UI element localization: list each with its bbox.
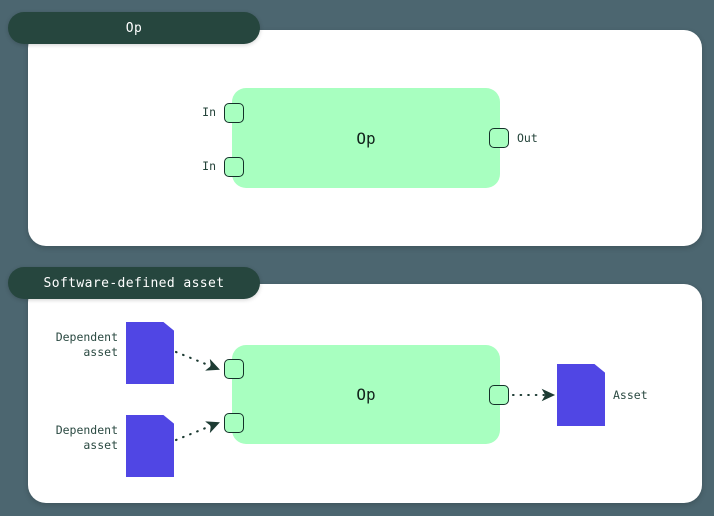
produced-asset-label: Asset xyxy=(613,388,648,402)
software-defined-asset-title-label: Software-defined asset xyxy=(43,275,225,291)
software-defined-asset-title-tab: Software-defined asset xyxy=(8,267,260,299)
op-node-top-output-port-1[interactable] xyxy=(489,128,509,148)
op-node-bottom-input-port-2[interactable] xyxy=(224,413,244,433)
op-node-top-input-port-1[interactable] xyxy=(224,103,244,123)
op-node-bottom[interactable]: Op xyxy=(232,345,500,444)
dependent-asset-label-2: Dependent asset xyxy=(55,423,118,452)
op-node-top-input-label-1: In xyxy=(202,105,216,119)
produced-asset-icon[interactable] xyxy=(557,364,605,426)
op-panel-title-label: Op xyxy=(125,20,143,36)
dependent-asset-label-1: Dependent asset xyxy=(55,330,118,359)
dependent-asset-icon-1[interactable] xyxy=(126,322,174,384)
op-node-top-input-port-2[interactable] xyxy=(224,157,244,177)
op-node-bottom-input-port-1[interactable] xyxy=(224,359,244,379)
op-node-bottom-output-port-1[interactable] xyxy=(489,385,509,405)
op-node-bottom-label: Op xyxy=(356,385,376,404)
op-node-top-label: Op xyxy=(356,128,376,148)
dependent-asset-icon-2[interactable] xyxy=(126,415,174,477)
op-node-top-input-label-2: In xyxy=(202,159,216,173)
op-node-top-output-label-1: Out xyxy=(517,131,538,145)
op-node-top[interactable]: Op xyxy=(232,88,500,188)
op-panel-title-tab: Op xyxy=(8,12,260,44)
